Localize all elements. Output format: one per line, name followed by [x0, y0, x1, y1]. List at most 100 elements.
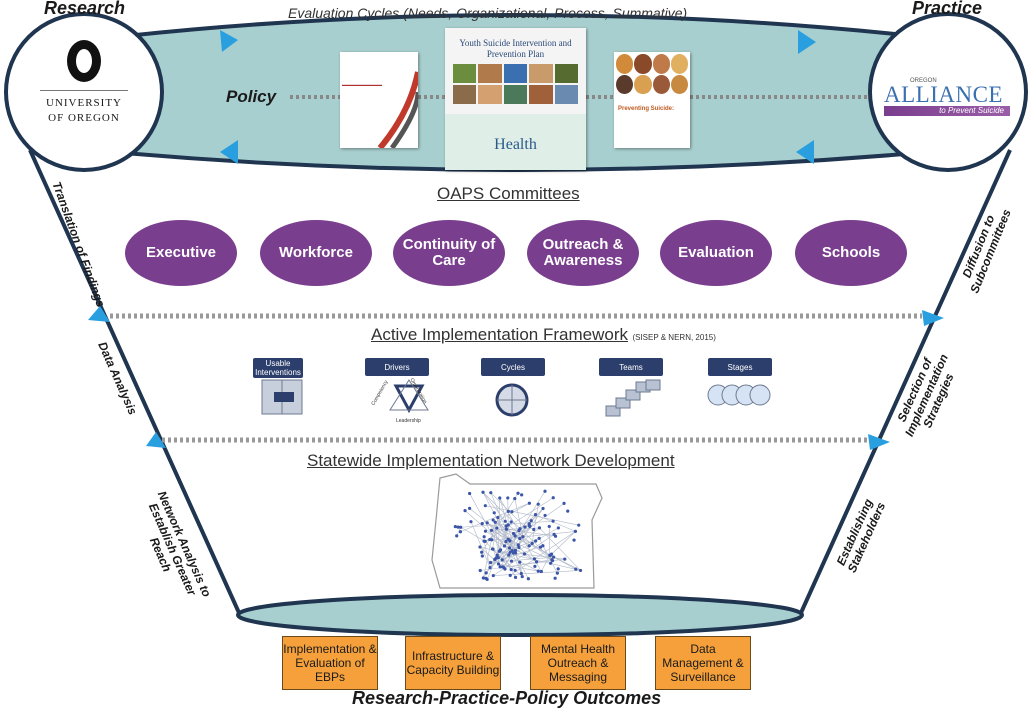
network-node [532, 527, 536, 532]
outcomes-ellipse [236, 593, 804, 637]
network-node [520, 574, 524, 579]
policy-label: Policy [226, 87, 277, 106]
network-node [510, 548, 514, 553]
left-funnel-edge [28, 149, 242, 616]
network-node [492, 511, 496, 515]
network-node [504, 524, 508, 528]
stages-icon [707, 384, 771, 406]
network-node [551, 496, 555, 500]
network-node [533, 513, 538, 517]
network-node [478, 545, 482, 549]
network-node [503, 567, 507, 571]
outcome-data-management: Data Management & Surveillance [655, 636, 751, 690]
oregon-alliance-logo: OREGON ALLIANCE to Prevent Suicide [884, 78, 1014, 116]
network-node [518, 536, 522, 541]
network-node [577, 523, 581, 527]
network-node [509, 567, 513, 572]
network-node [518, 527, 522, 531]
network-node [506, 496, 510, 500]
alliance-sub-label: to Prevent Suicide [939, 106, 1004, 115]
practice-circle [868, 12, 1028, 172]
committee-continuity-of-care: Continuity of Care [393, 220, 505, 286]
network-node [483, 529, 488, 533]
network-node [526, 577, 530, 581]
network-node [507, 546, 512, 550]
committees-title: OAPS Committees [437, 184, 580, 203]
network-node [513, 568, 517, 572]
network-node [513, 575, 518, 579]
network-node [541, 506, 545, 511]
network-node [490, 547, 495, 551]
network-node [547, 524, 551, 529]
network-node [484, 576, 488, 580]
framework-drivers: Drivers [365, 358, 429, 376]
doc-center-title: Youth Suicide Intervention and Preventio… [459, 38, 572, 59]
network-node [517, 545, 521, 550]
network-node [500, 558, 504, 562]
network-node [578, 568, 583, 573]
network-node [485, 521, 489, 525]
research-label: Research [44, 0, 126, 18]
network-node [548, 561, 553, 565]
committee-outreach-awareness: Outreach & Awareness [527, 220, 639, 286]
network-node [481, 576, 485, 580]
network-node [527, 544, 531, 548]
network-node [496, 515, 500, 520]
network-node [498, 548, 503, 552]
alliance-main-label: ALLIANCE [884, 82, 1003, 107]
network-node [489, 491, 493, 495]
network-node [459, 525, 463, 529]
network-node [541, 544, 545, 548]
network-node [522, 552, 527, 556]
driver-label-leadership: Leadership [396, 418, 421, 424]
network-node [574, 567, 578, 571]
network-node [573, 529, 578, 533]
network-node [491, 573, 495, 578]
network-title: Statewide Implementation Network Develop… [307, 451, 675, 470]
network-node [523, 525, 527, 529]
network-node [509, 520, 513, 524]
network-node [483, 504, 487, 508]
committee-schools: Schools [795, 220, 907, 286]
alliance-small-label: OREGON [910, 78, 937, 84]
network-node [488, 560, 493, 565]
network-node [468, 506, 472, 511]
cycles-icon [495, 383, 529, 417]
framework-title: Active Implementation Framework [371, 325, 628, 344]
evaluation-cycles-caption: Evaluation Cycles (Needs, Organizational… [288, 5, 688, 21]
network-node [488, 565, 492, 570]
uo-logo-line1: UNIVERSITY [46, 97, 122, 109]
network-node [495, 526, 499, 530]
network-node [516, 491, 520, 495]
oregon-o-icon [67, 40, 101, 82]
network-node [538, 545, 543, 549]
network-node [553, 576, 557, 580]
outcome-implementation-evaluation: Implementation & Evaluation of EBPs [282, 636, 378, 690]
network-node [463, 508, 467, 513]
network-node [555, 571, 559, 575]
drivers-icon [389, 379, 429, 414]
network-node [513, 548, 518, 552]
network-node [507, 553, 511, 557]
network-node [562, 501, 566, 505]
network-node [511, 531, 516, 536]
outcome-mental-health-outreach: Mental Health Outreach & Messaging [530, 636, 626, 690]
research-circle [4, 12, 164, 172]
university-of-oregon-logo: UNIVERSITY OF OREGON [32, 40, 136, 124]
network-node [496, 562, 501, 566]
network-node [556, 526, 560, 530]
network-node [498, 496, 502, 500]
network-node [527, 501, 531, 505]
network-node [529, 519, 533, 523]
uo-logo-line2: OF OREGON [48, 112, 120, 124]
network-node [508, 573, 512, 577]
right-funnel-edge [798, 149, 1012, 616]
network-node [549, 552, 554, 556]
network-node [482, 535, 486, 539]
network-node [537, 526, 542, 530]
framework-usable-interventions: Usable Interventions [253, 358, 303, 378]
network-node [480, 554, 484, 558]
network-node [536, 502, 540, 506]
network-node [493, 520, 497, 524]
network-node [456, 525, 460, 529]
